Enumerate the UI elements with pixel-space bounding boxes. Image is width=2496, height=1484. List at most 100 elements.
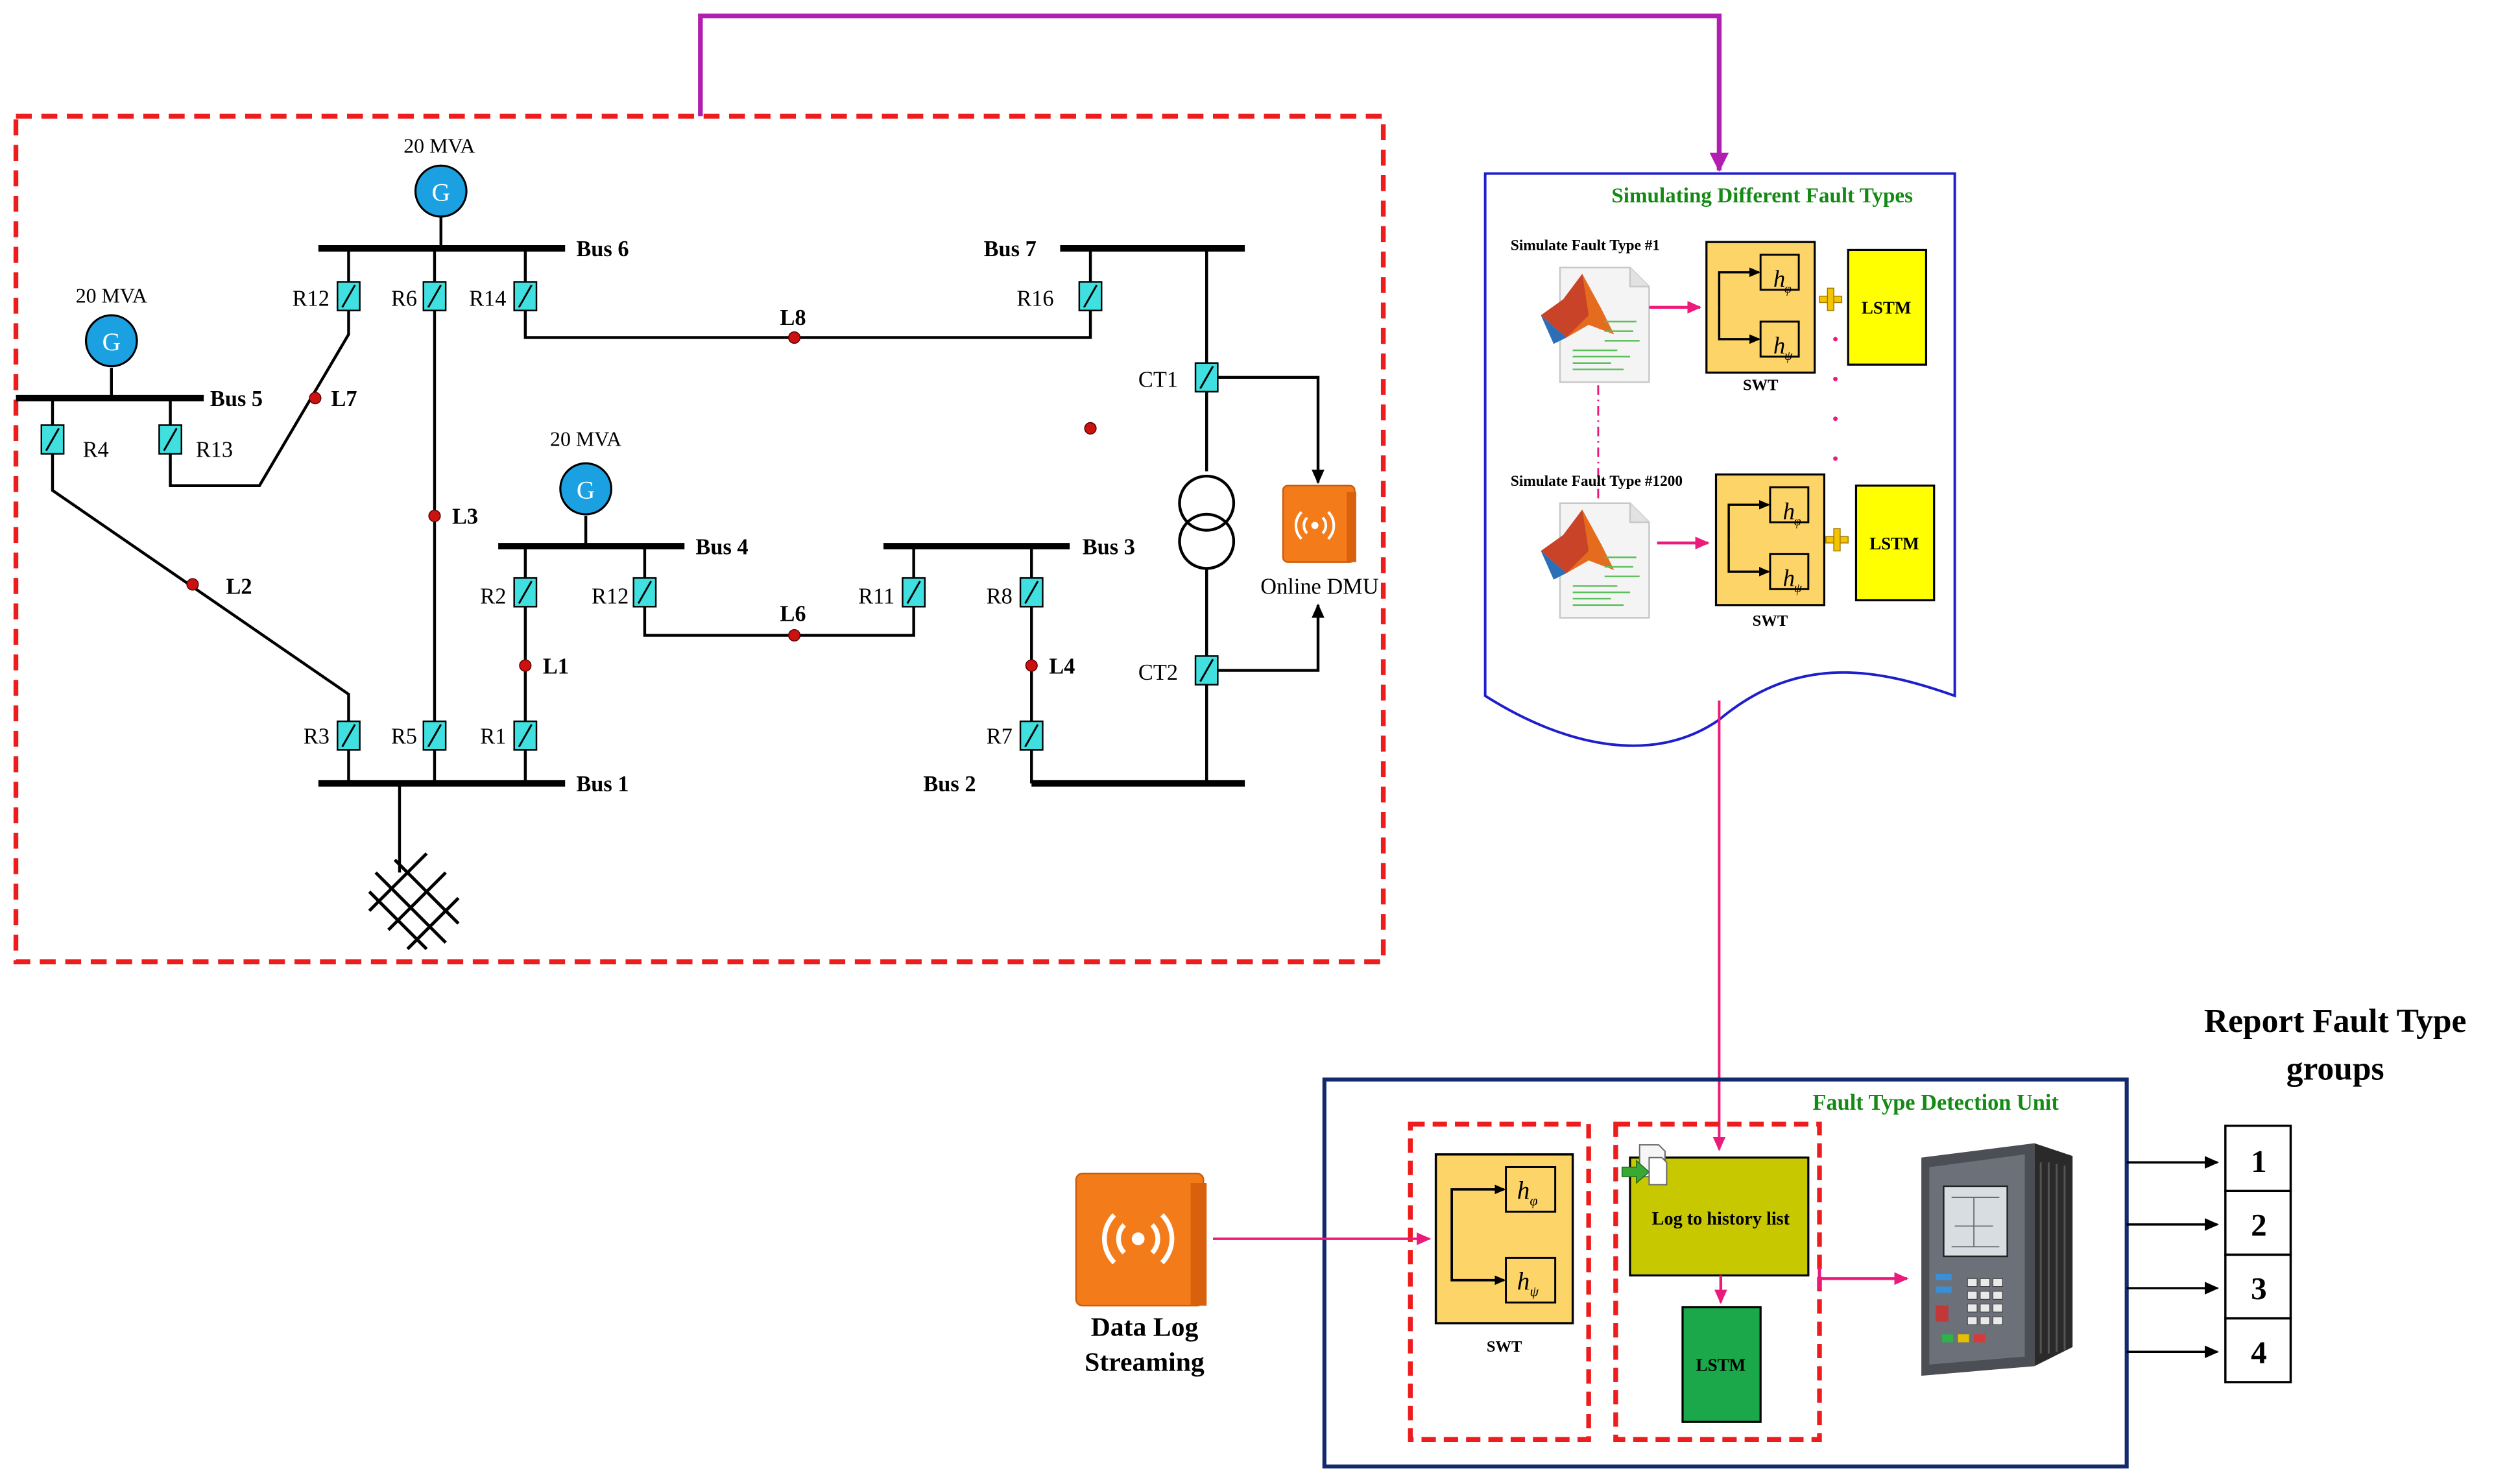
fault-point-l3 bbox=[428, 509, 441, 522]
lstm-box-last bbox=[1854, 485, 1936, 602]
fault-point-l8 bbox=[788, 331, 801, 344]
relay-label-r3: R3 bbox=[304, 724, 330, 748]
bus-4-label: Bus 4 bbox=[695, 534, 748, 559]
relay-r11-icon bbox=[901, 577, 926, 608]
relay-r14-icon bbox=[336, 281, 361, 312]
report-group-2: 2 bbox=[2224, 1190, 2292, 1256]
plus-icon-last bbox=[1825, 528, 1849, 552]
fault-point-l1 bbox=[519, 659, 532, 672]
ct2-icon bbox=[1194, 654, 1219, 686]
svg-text:3: 3 bbox=[2251, 1271, 2267, 1306]
lstm-box-detection bbox=[1681, 1306, 1762, 1423]
svg-text:φ: φ bbox=[1784, 283, 1792, 296]
svg-text:h: h bbox=[1783, 497, 1795, 524]
ct2-label: CT2 bbox=[1138, 660, 1178, 685]
relay-r5-icon bbox=[422, 720, 447, 751]
swt-label-first: SWT bbox=[1743, 376, 1779, 394]
bus-7-label: Bus 7 bbox=[984, 237, 1037, 261]
relay-label-r11: R11 bbox=[858, 584, 894, 608]
svg-text:4: 4 bbox=[2251, 1334, 2267, 1370]
relay-r16-icon bbox=[1078, 281, 1103, 312]
svg-text:G: G bbox=[102, 328, 121, 356]
online-dmu-icon bbox=[1282, 485, 1356, 563]
log-history-label: Log to history list bbox=[1652, 1209, 1790, 1229]
line-label-l1: L1 bbox=[543, 654, 569, 678]
svg-text:h: h bbox=[1783, 564, 1795, 591]
svg-text:φ: φ bbox=[1530, 1192, 1537, 1208]
relay-r8-icon bbox=[1019, 577, 1044, 608]
bus-6-label: Bus 6 bbox=[576, 237, 629, 261]
ct1-label: CT1 bbox=[1138, 368, 1178, 392]
report-title-line1: Report Fault Type bbox=[2204, 1003, 2467, 1040]
svg-text:G: G bbox=[577, 476, 595, 504]
svg-text:ψ: ψ bbox=[1784, 350, 1793, 363]
online-dmu-label: Online DMU bbox=[1260, 575, 1378, 599]
relay-r15-icon bbox=[513, 281, 538, 312]
generator-icon-top: G bbox=[414, 164, 468, 218]
fault-point-extra bbox=[1084, 422, 1097, 435]
simulation-title: Simulating Different Fault Types bbox=[1611, 184, 1913, 208]
log-file-icon bbox=[1621, 1144, 1668, 1186]
data-log-label-line1: Data Log bbox=[1091, 1313, 1199, 1343]
generator-rating-top: 20 MVA bbox=[403, 135, 475, 158]
relay-r4-icon bbox=[40, 424, 65, 455]
simulate-fault-first-label: Simulate Fault Type #1 bbox=[1511, 237, 1660, 254]
detection-unit-frame bbox=[1322, 1077, 2129, 1469]
report-title-line2: groups bbox=[2286, 1050, 2384, 1087]
svg-text:G: G bbox=[432, 178, 450, 206]
lstm-box-first bbox=[1847, 248, 1928, 366]
data-log-streaming-icon bbox=[1075, 1173, 1207, 1307]
swt-block-first bbox=[1707, 242, 1815, 372]
plus-icon-first bbox=[1819, 287, 1843, 311]
fault-point-l6 bbox=[788, 628, 801, 642]
generator-icon-mid: G bbox=[559, 462, 612, 516]
fault-point-l2 bbox=[186, 578, 199, 591]
load-crosshatch-icon bbox=[368, 852, 460, 950]
report-group-1: 1 bbox=[2224, 1124, 2292, 1193]
svg-text:LSTM: LSTM bbox=[1869, 534, 1919, 553]
detection-unit-title: Fault Type Detection Unit bbox=[1812, 1090, 2059, 1115]
network-dashed-frame bbox=[13, 114, 1386, 964]
bus-5-label: Bus 5 bbox=[210, 387, 263, 411]
relay-label-r12: R12 bbox=[592, 584, 629, 608]
bus-3-label: Bus 3 bbox=[1083, 534, 1135, 559]
relay-label-r2: R2 bbox=[480, 584, 506, 608]
svg-text:LSTM: LSTM bbox=[1696, 1356, 1746, 1375]
line-label-l6: L6 bbox=[780, 601, 806, 626]
relay-label-r6: R6 bbox=[391, 286, 417, 311]
relay-label-r8: R8 bbox=[987, 584, 1013, 608]
relay-label-r14: R12 bbox=[293, 286, 330, 311]
svg-text:ψ: ψ bbox=[1530, 1283, 1539, 1299]
relay-r6-icon bbox=[422, 281, 447, 312]
line-label-l8: L8 bbox=[780, 305, 806, 330]
relay-r1-icon bbox=[513, 720, 538, 751]
generator-icon-left: G bbox=[84, 314, 138, 368]
svg-text:1: 1 bbox=[2251, 1143, 2267, 1179]
relay-r2-icon bbox=[513, 577, 538, 608]
relay-r13-icon bbox=[158, 424, 183, 455]
report-group-3: 3 bbox=[2224, 1253, 2292, 1320]
fault-point-l7 bbox=[309, 392, 322, 405]
fault-point-l4 bbox=[1025, 659, 1038, 672]
generator-rating-left: 20 MVA bbox=[76, 284, 147, 307]
svg-text:LSTM: LSTM bbox=[1862, 298, 1911, 318]
swt-block-detection bbox=[1434, 1153, 1574, 1324]
relay-label-r16: R16 bbox=[1016, 286, 1053, 311]
protection-relay-device-icon bbox=[1921, 1143, 2073, 1376]
purple-connector-arrow bbox=[698, 13, 1729, 173]
svg-text:φ: φ bbox=[1794, 515, 1801, 529]
svg-text:h: h bbox=[1517, 1177, 1530, 1205]
relay-label-r1: R1 bbox=[480, 724, 506, 748]
swt-block-last bbox=[1716, 475, 1825, 605]
svg-text:h: h bbox=[1517, 1267, 1530, 1295]
relay-label-r4: R4 bbox=[83, 438, 109, 462]
relay-label-r13: R13 bbox=[196, 438, 233, 462]
bus-2-label: Bus 2 bbox=[923, 772, 976, 796]
swt-label-last: SWT bbox=[1753, 612, 1788, 630]
simulate-fault-last-label: Simulate Fault Type #1200 bbox=[1511, 473, 1683, 490]
detection-swt-dashed-frame bbox=[1408, 1121, 1591, 1442]
data-log-label-line2: Streaming bbox=[1085, 1348, 1205, 1378]
bus-1-label: Bus 1 bbox=[576, 772, 629, 796]
svg-text:h: h bbox=[1773, 265, 1785, 292]
